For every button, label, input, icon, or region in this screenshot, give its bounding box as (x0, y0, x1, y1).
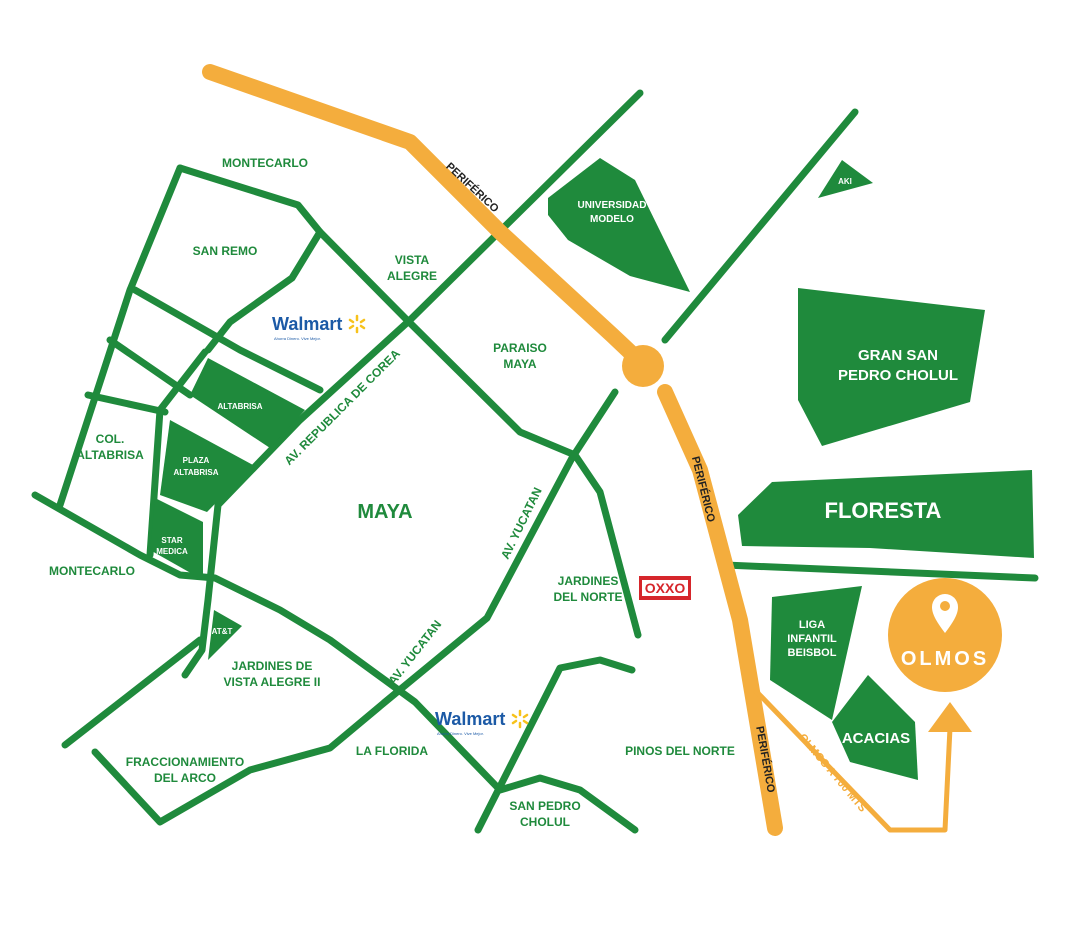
block-label: AKI (838, 177, 852, 186)
area-label: VISTA (395, 253, 430, 267)
av-yucatan-road (91, 388, 619, 826)
area-label: PARAISO (493, 341, 547, 355)
altabrisa-inner-road (146, 348, 209, 559)
aki-block[interactable] (818, 160, 873, 198)
area-label: COL. (96, 432, 125, 446)
road-ne (661, 108, 859, 344)
san-pedro-road (474, 656, 636, 834)
area-label: JARDINES (558, 574, 619, 588)
periferico-road-south (657, 384, 783, 836)
blocks (150, 158, 1034, 780)
streets (31, 89, 1039, 834)
altabrisa-block[interactable] (190, 358, 305, 448)
av-corea-label: AV. REPUBLICA DE COREA (282, 346, 404, 468)
roundabout (622, 345, 664, 387)
olmos-route-path (753, 688, 953, 833)
block-label: BEISBOL (788, 647, 837, 659)
floresta-road (721, 561, 1039, 582)
svg-text:OXXO: OXXO (645, 580, 686, 596)
walmart-spark-icon (348, 314, 366, 334)
acacias-block[interactable] (832, 675, 918, 780)
svg-text:Walmart: Walmart (272, 314, 342, 334)
oxxo-logo: OXXO (639, 576, 691, 600)
star-medica-block[interactable] (150, 498, 203, 580)
area-label: ALEGRE (387, 269, 437, 283)
montecarlo-west-road (31, 491, 639, 834)
walmart-logo: Walmart Ahorra Dinero. Vive Mejor. (435, 709, 529, 736)
block-label: FLORESTA (825, 498, 942, 523)
olmos-circle (888, 578, 1002, 692)
block-label: ACACIAS (842, 730, 910, 747)
svg-text:Walmart: Walmart (435, 709, 505, 729)
block-label: LIGA (799, 619, 825, 631)
area-label: SAN PEDRO (509, 799, 580, 813)
area-label: CHOLUL (520, 815, 570, 829)
block-label: MODELO (590, 214, 634, 225)
area-label: MONTECARLO (222, 156, 308, 170)
svg-text:Ahorra Dinero. Vive Mejor.: Ahorra Dinero. Vive Mejor. (437, 731, 484, 736)
liga-block[interactable] (770, 586, 862, 720)
area-label: LA FLORIDA (356, 744, 429, 758)
area-label-maya: MAYA (357, 501, 412, 523)
periferico-road-north (202, 64, 638, 360)
area-label: MAYA (503, 357, 536, 371)
road-h3 (84, 391, 169, 416)
area-label: MONTECARLO (49, 564, 135, 578)
area-label: FRACCIONAMIENTO (126, 755, 244, 769)
block-label: MEDICA (156, 547, 188, 556)
area-label: DEL NORTE (553, 590, 622, 604)
road-sw-diagonal (61, 636, 204, 749)
road-h1 (131, 286, 324, 394)
floresta-block[interactable] (738, 470, 1034, 558)
block-label: PEDRO CHOLUL (838, 367, 958, 384)
universidad-modelo-block[interactable] (548, 158, 690, 292)
block-label: ALTABRISA (217, 402, 262, 411)
map-pin-icon (932, 594, 958, 633)
walmart-spark-icon (511, 709, 529, 729)
area-label: JARDINES DE (232, 659, 313, 673)
area-label: DEL ARCO (154, 771, 216, 785)
area-label: PINOS DEL NORTE (625, 744, 735, 758)
area-label: ALTABRISA (76, 448, 144, 462)
block-label: ALTABRISA (173, 468, 218, 477)
plaza-altabrisa-block[interactable] (160, 420, 253, 512)
montecarlo-road (176, 164, 642, 639)
block-label: GRAN SAN (858, 347, 938, 364)
area-label: SAN REMO (193, 244, 258, 258)
olmos-destination[interactable]: OLMOS (888, 578, 1002, 692)
block-label: INFANTIL (787, 633, 837, 645)
periferico-label: PERIFÉRICO (689, 455, 718, 524)
att-block[interactable] (208, 610, 242, 660)
block-label: AT&T (212, 627, 233, 636)
block-label: UNIVERSIDAD (578, 200, 647, 211)
area-label: VISTA ALEGRE II (224, 675, 321, 689)
arrow-up-icon (928, 702, 972, 732)
walmart-logo: Walmart Ahorra Dinero. Vive Mejor. (272, 314, 366, 341)
block-label: PLAZA (183, 456, 210, 465)
block-label: STAR (161, 536, 182, 545)
gran-san-pedro-block[interactable] (798, 288, 985, 446)
svg-text:Ahorra Dinero. Vive Mejor.: Ahorra Dinero. Vive Mejor. (274, 336, 321, 341)
altabrisa-west-road (56, 164, 184, 509)
olmos-label: OLMOS (901, 648, 989, 670)
